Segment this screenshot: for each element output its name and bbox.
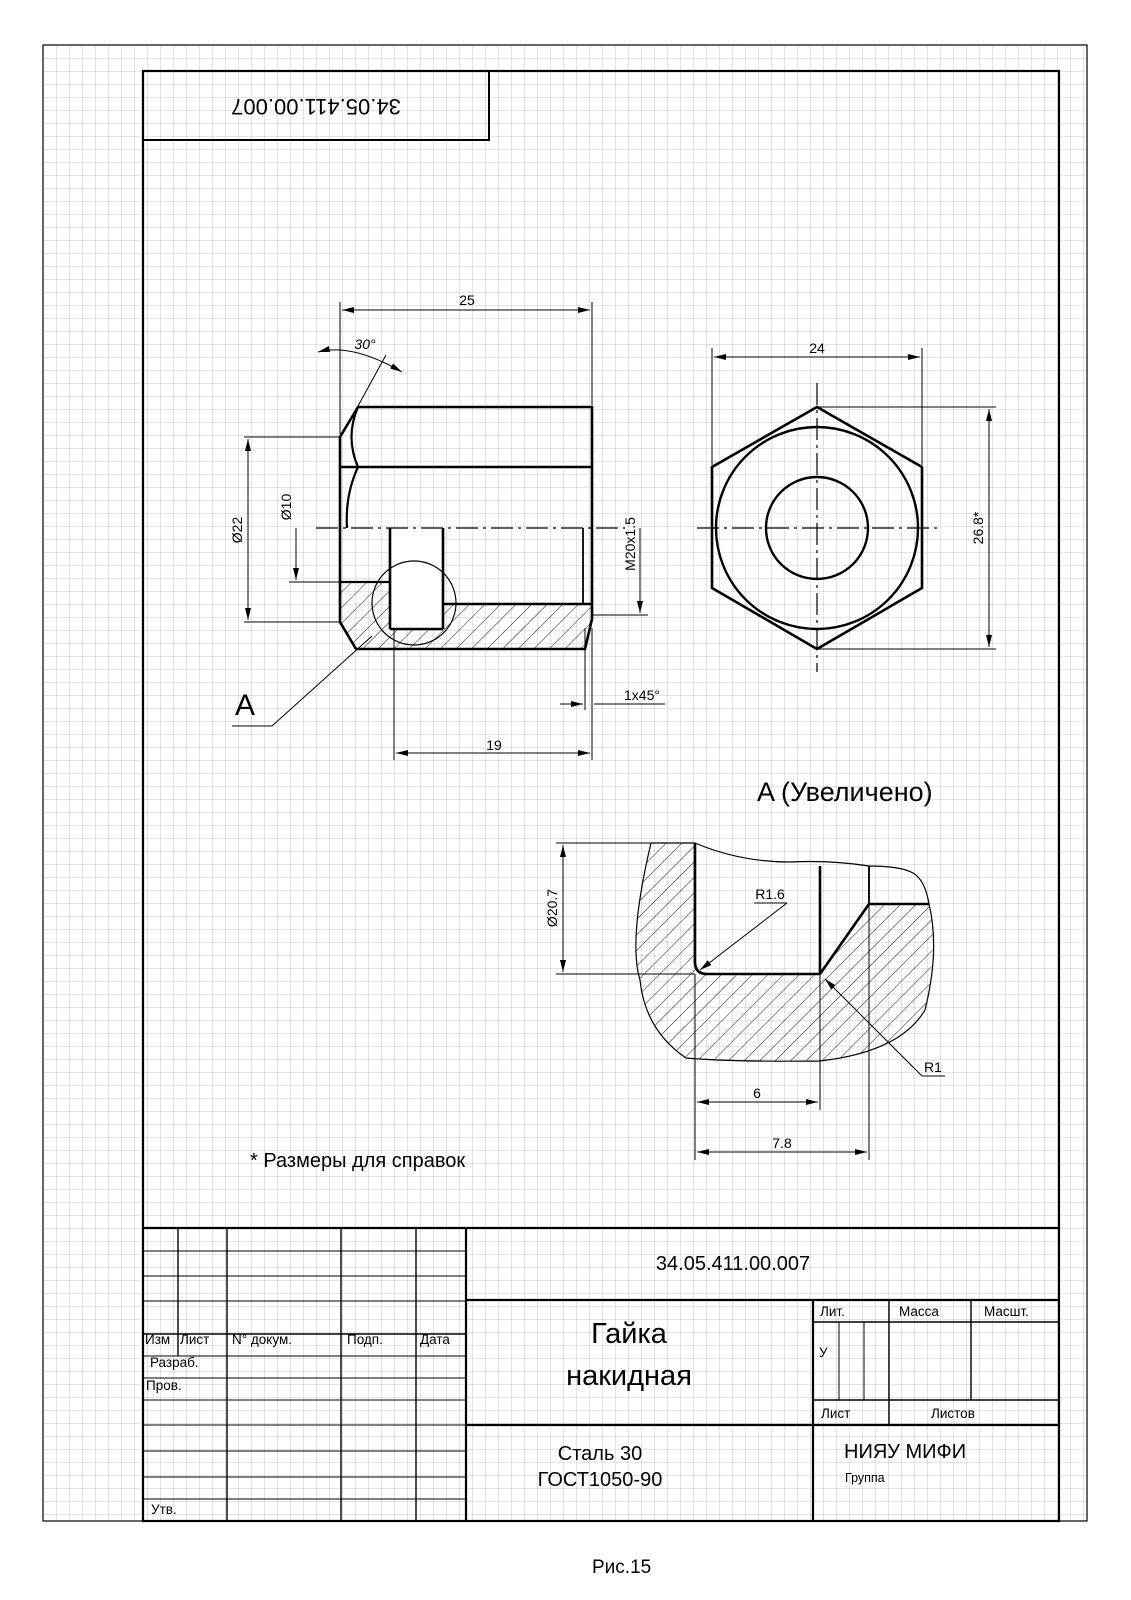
drawing-frame xyxy=(141,69,1061,1523)
dim-22: Ø22 xyxy=(229,517,245,544)
dim-24: 24 xyxy=(809,340,825,356)
col-list: Лист xyxy=(180,1332,209,1347)
sheet-label: Лист xyxy=(821,1406,850,1421)
dim-chamfer: 1x45° xyxy=(624,687,660,703)
col-izm: Изм xyxy=(145,1332,170,1347)
reference-note: * Размеры для справок xyxy=(250,1150,465,1172)
dim-19: 19 xyxy=(486,737,502,753)
material-line1: Сталь 30 xyxy=(558,1443,642,1465)
dim-25: 25 xyxy=(459,292,475,308)
group-label: Группа xyxy=(845,1471,885,1485)
col-sign: Подп. xyxy=(347,1332,383,1347)
dim-r1-6: R1.6 xyxy=(755,886,785,902)
front-dimensions xyxy=(232,302,665,760)
hex-dimensions xyxy=(711,348,996,650)
col-date: Дата xyxy=(420,1332,450,1347)
col-doc: N° докум. xyxy=(232,1332,292,1347)
part-name-line1: Гайка xyxy=(591,1318,668,1350)
rotated-designation: 34.05.411.00.007 xyxy=(231,94,401,119)
dim-20-7: Ø20.7 xyxy=(544,889,560,927)
dim-26-8: 26.8* xyxy=(970,511,986,544)
material-line2: ГОСТ1050-90 xyxy=(538,1469,663,1491)
dim-30: 30° xyxy=(354,336,376,352)
dim-thread: M20x1.5 xyxy=(622,517,638,571)
figure-caption: Рис.15 xyxy=(592,1557,651,1578)
front-view xyxy=(316,405,625,651)
detail-view xyxy=(635,842,935,1062)
grid-paper xyxy=(42,44,1088,1522)
dim-7-8: 7.8 xyxy=(772,1135,792,1151)
rotated-designation-box: 34.05.411.00.007 xyxy=(142,70,490,141)
detail-dimensions xyxy=(556,842,945,1160)
dim-r1: R1 xyxy=(924,1059,942,1075)
lit-value: У xyxy=(819,1345,828,1360)
organization: НИЯУ МИФИ xyxy=(844,1441,966,1463)
dim-6: 6 xyxy=(753,1085,761,1101)
row-razrab: Разраб. xyxy=(150,1355,199,1370)
sheets-label: Листов xyxy=(931,1406,975,1421)
title-designation: 34.05.411.00.007 xyxy=(656,1253,810,1275)
dim-10: Ø10 xyxy=(278,494,294,521)
title-block xyxy=(143,1226,1059,1521)
lit-header: Лит. xyxy=(820,1304,845,1319)
massa-header: Масса xyxy=(899,1304,939,1319)
part-name-line2: накидная xyxy=(566,1360,692,1392)
view-label-a: A xyxy=(235,689,255,722)
row-prov: Пров. xyxy=(146,1378,182,1393)
masht-header: Масшт. xyxy=(984,1304,1029,1319)
detail-title: A (Увеличено) xyxy=(757,777,933,807)
row-utv: Утв. xyxy=(151,1502,177,1517)
